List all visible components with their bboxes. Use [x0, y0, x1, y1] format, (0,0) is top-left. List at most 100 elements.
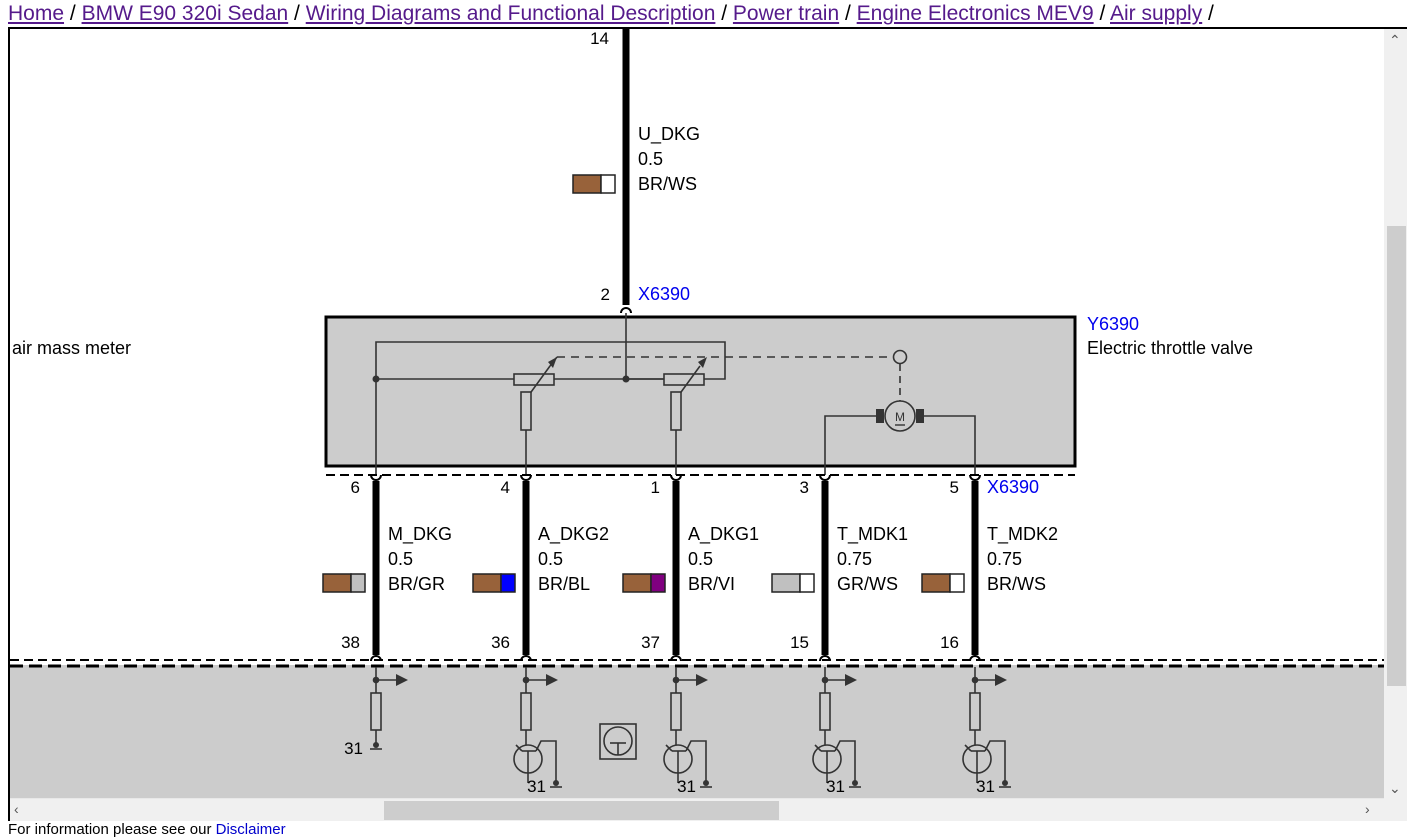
breadcrumb-vehicle[interactable]: BMW E90 320i Sedan	[81, 2, 289, 25]
ground-dot	[553, 780, 559, 786]
breadcrumb: Home / BMW E90 320i Sedan / Wiring Diagr…	[8, 1, 1214, 27]
ecu-pin-symbol	[520, 655, 532, 662]
junction-dot	[672, 676, 680, 684]
disclaimer-link[interactable]: Disclaimer	[215, 821, 286, 838]
wiring-diagram: 14 U_DKG 0.5 BR/WS 2 X6390 air mass mete…	[10, 29, 1384, 801]
breadcrumb-air-supply[interactable]: Air supply	[1110, 2, 1203, 25]
arrow-right-icon	[995, 674, 1007, 686]
top-connector-symbol	[620, 307, 632, 314]
ground-dot	[1002, 780, 1008, 786]
breadcrumb-separator: /	[294, 2, 300, 25]
bottom-connector-id[interactable]: X6390	[987, 477, 1039, 497]
swatch-secondary-color	[949, 573, 965, 593]
wire-signal: T_MDK2	[987, 524, 1058, 545]
footer: For information please see our Disclaime…	[8, 822, 286, 837]
resistor	[969, 692, 981, 731]
connector-pin-symbol	[520, 474, 532, 481]
wire-top-pin: 3	[800, 478, 809, 497]
wire-a_dkg2[interactable]: 4 36 A_DKG2 0.5BR/BL	[472, 474, 609, 662]
top-wire-swatch	[572, 174, 616, 194]
ground-label: 31	[976, 777, 995, 796]
transistor-collector	[665, 744, 673, 752]
wires-group: 638M_DKG0.5BR/GR436A_DKG20.5BR/BL137A_DK…	[322, 474, 1058, 662]
wire-bottom-pin: 37	[641, 633, 660, 652]
junction-dot	[971, 676, 979, 684]
swatch-secondary-color	[600, 174, 616, 194]
vertical-scrollbar[interactable]: ⌃ ⌄	[1384, 29, 1407, 801]
breadcrumb-engine[interactable]: Engine Electronics MEV9	[856, 2, 1094, 25]
swatch-secondary-color	[350, 573, 366, 593]
internal-circuit	[375, 313, 976, 475]
wire-bottom-pin: 38	[341, 633, 360, 652]
wire-color-swatch	[472, 573, 516, 593]
wire-color-code: BR/BL	[538, 574, 590, 594]
ecu-input-stage: 31	[812, 667, 861, 796]
transistor-legend-icon	[599, 723, 637, 760]
top-wire-color-code: BR/WS	[638, 174, 697, 194]
scroll-down-icon[interactable]: ⌄	[1389, 780, 1401, 796]
scroll-right-icon[interactable]: ›	[1365, 801, 1370, 817]
component-id[interactable]: Y6390	[1087, 314, 1139, 334]
wire-signal: A_DKG2	[538, 524, 609, 545]
transistor-output	[984, 740, 1006, 783]
ground-label: 31	[344, 739, 363, 758]
top-source-pin: 14	[590, 29, 609, 48]
transistor-output	[535, 740, 557, 783]
air-mass-meter-label: air mass meter	[12, 338, 131, 358]
transistor-collector	[964, 744, 972, 752]
connector-pin-symbol	[670, 474, 682, 481]
swatch-secondary-color	[500, 573, 516, 593]
ground-label: 31	[677, 777, 696, 796]
swatch-secondary-color	[799, 573, 815, 593]
diagram-frame: 14 U_DKG 0.5 BR/WS 2 X6390 air mass mete…	[8, 27, 1407, 821]
wire-gauge: 0.5	[388, 549, 413, 569]
horizontal-scrollbar[interactable]: ‹ ›	[10, 798, 1384, 821]
wire-top-pin: 1	[651, 478, 660, 497]
connector-pin-symbol	[370, 474, 382, 481]
scroll-left-icon[interactable]: ‹	[14, 801, 19, 817]
top-connector-id[interactable]: X6390	[638, 284, 690, 304]
top-wire-gauge: 0.5	[638, 149, 663, 169]
swatch-primary-color	[572, 174, 602, 194]
arrow-right-icon	[546, 674, 558, 686]
arrow-right-icon	[696, 674, 708, 686]
breadcrumb-separator: /	[1208, 2, 1214, 25]
ecu-input-stage: 31	[663, 667, 712, 796]
swatch-primary-color	[921, 573, 951, 593]
ecu-area	[10, 665, 1384, 801]
wire-bottom-pin: 16	[940, 633, 959, 652]
internal-junctions	[372, 357, 924, 423]
top-wire-color-swatch	[572, 174, 616, 194]
ecu-input-stage: 31	[513, 667, 562, 796]
transistor-collector	[814, 744, 822, 752]
throttle-valve-component[interactable]	[324, 315, 1077, 468]
ground-label: 31	[826, 777, 845, 796]
wire-top-pin: 4	[501, 478, 510, 497]
arrow-right-icon	[845, 674, 857, 686]
breadcrumb-separator: /	[1099, 2, 1106, 25]
wire-gauge: 0.5	[538, 549, 563, 569]
breadcrumb-home[interactable]: Home	[8, 2, 65, 25]
ground-dot	[852, 780, 858, 786]
wire-color-code: BR/WS	[987, 574, 1046, 594]
vertical-scroll-thumb[interactable]	[1387, 226, 1406, 686]
swatch-primary-color	[771, 573, 801, 593]
wire-top-pin: 6	[351, 478, 360, 497]
wire-bottom-pin: 15	[790, 633, 809, 652]
breadcrumb-wiring[interactable]: Wiring Diagrams and Functional Descripti…	[305, 2, 716, 25]
scroll-up-icon[interactable]: ⌃	[1389, 32, 1401, 48]
diagram-viewport: 14 U_DKG 0.5 BR/WS 2 X6390 air mass mete…	[10, 29, 1384, 801]
junction-dot	[372, 676, 380, 684]
breadcrumb-powertrain[interactable]: Power train	[732, 2, 840, 25]
breadcrumb-separator: /	[844, 2, 851, 25]
resistor	[520, 692, 532, 731]
junction-dot	[522, 676, 530, 684]
wire-color-swatch	[921, 573, 965, 593]
wire-bottom-pin: 36	[491, 633, 510, 652]
horizontal-scroll-thumb[interactable]	[384, 801, 779, 820]
wire-color-swatch	[322, 573, 366, 593]
